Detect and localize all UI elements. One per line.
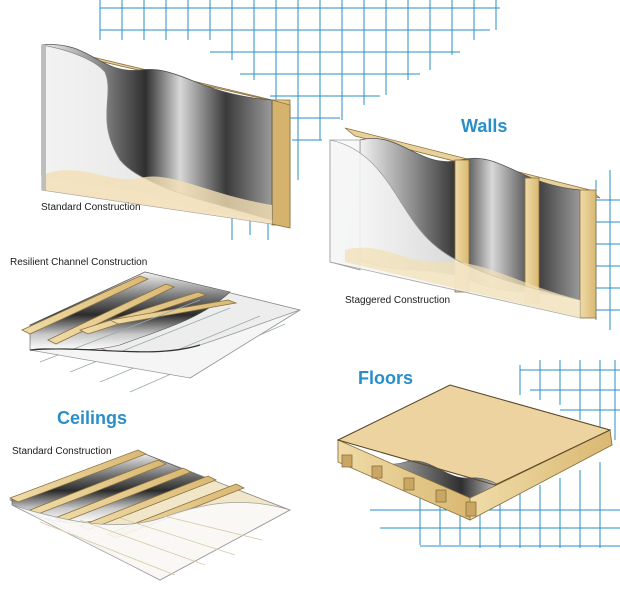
label-wall-standard: Standard Construction xyxy=(41,202,141,213)
grid-floor xyxy=(370,360,620,548)
standard-ceiling xyxy=(9,449,292,581)
standard-wall xyxy=(41,44,291,229)
heading-walls: Walls xyxy=(461,116,508,136)
label-ceiling-standard: Standard Construction xyxy=(12,446,112,457)
heading-ceilings: Ceilings xyxy=(57,408,128,428)
heading-floors: Floors xyxy=(358,368,414,388)
resilient-ceiling xyxy=(21,271,302,393)
grid-top-right xyxy=(99,0,500,180)
label-wall-staggered: Staggered Construction xyxy=(345,295,451,306)
label-ceiling-resilient: Resilient Channel Construction xyxy=(10,257,148,268)
floor-assembly xyxy=(336,384,613,521)
staggered-wall xyxy=(329,127,601,319)
